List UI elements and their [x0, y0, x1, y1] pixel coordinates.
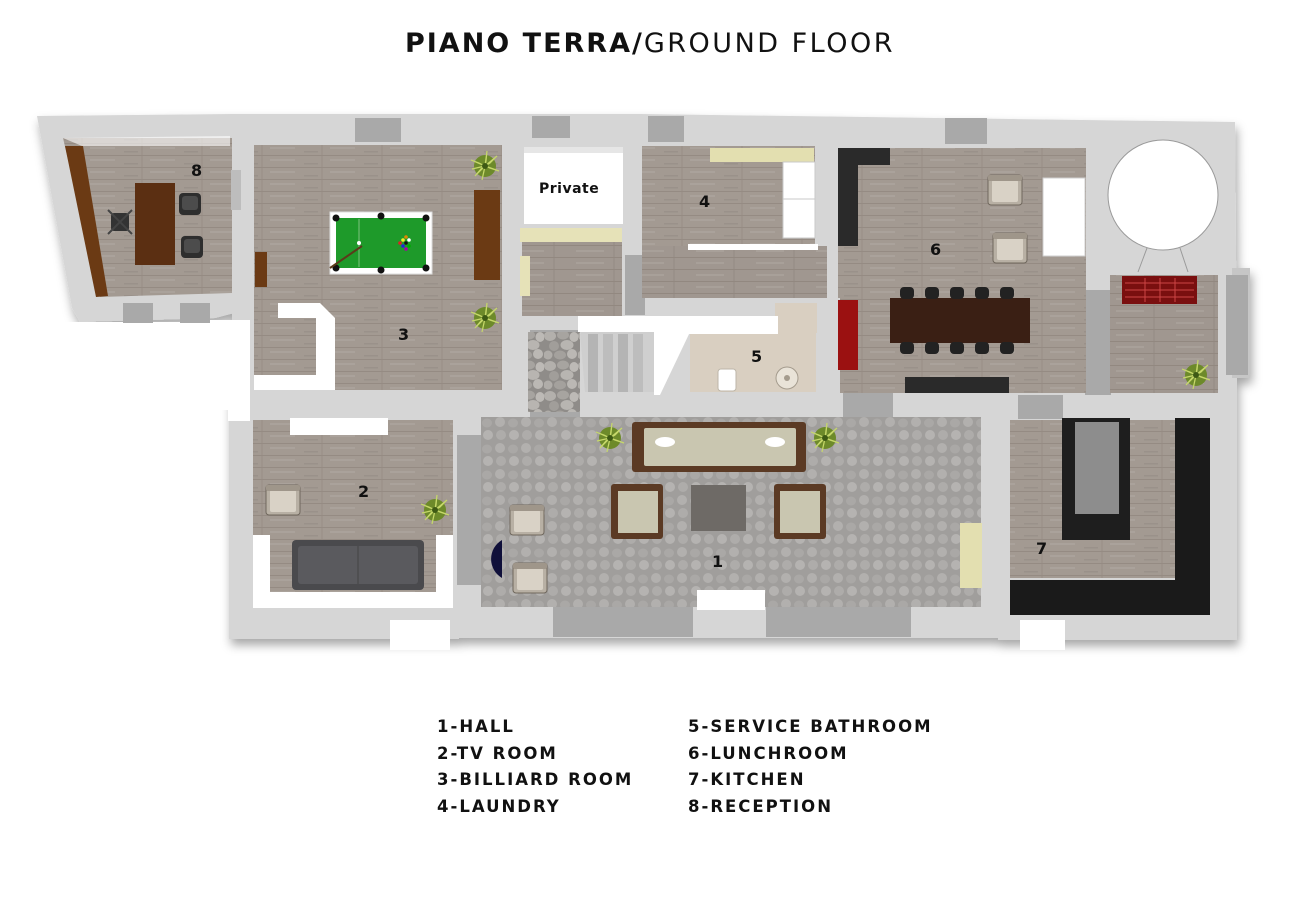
- round-tower: [1107, 139, 1219, 304]
- room-number-6: 6: [930, 240, 941, 259]
- title-english: GROUND FLOOR: [643, 28, 896, 59]
- legend-column-left: 1-HALL 2-TV ROOM 3-BILLIARD ROOM 4-LAUND…: [437, 714, 633, 820]
- room-number-3: 3: [398, 325, 409, 344]
- private-label: Private: [539, 181, 599, 197]
- billiard-table: [329, 211, 433, 275]
- legend-item-reception: 8-RECEPTION: [688, 796, 834, 816]
- title-slash: /: [632, 28, 644, 59]
- lunchroom-furniture: [838, 148, 1086, 393]
- legend-column-right: 5-SERVICE BATHROOM 6-LUNCHROOM 7-KITCHEN…: [688, 714, 933, 820]
- wall-cutouts: [0, 320, 1065, 650]
- legend-item-lunchroom: 6-LUNCHROOM: [688, 743, 849, 763]
- legend-item-billiard-room: 3-BILLIARD ROOM: [437, 770, 634, 789]
- room-number-8: 8: [191, 161, 202, 180]
- reception-desk: [107, 183, 203, 265]
- private-room[interactable]: [524, 147, 623, 224]
- billiard-bench: [474, 190, 500, 280]
- hall-furniture: [491, 422, 982, 610]
- legend-item-laundry: 4-LAUNDRY: [437, 796, 561, 816]
- staircase: [580, 332, 690, 395]
- legend-item-tv-room: 2-TV ROOM: [437, 743, 558, 763]
- page-title: PIANO TERRA/GROUND FLOOR: [0, 28, 1300, 59]
- reception-counter: [65, 146, 108, 297]
- room-number-1: 1: [712, 552, 723, 571]
- kitchen-furniture: [1010, 418, 1210, 615]
- room-number-4: 4: [699, 192, 710, 211]
- bathroom-fixtures: [717, 366, 799, 392]
- room-number-2: 2: [358, 482, 369, 501]
- legend-item-service-bathroom: 5-SERVICE BATHROOM: [688, 717, 933, 736]
- legend-item-hall: 1-HALL: [437, 717, 515, 736]
- room-number-5: 5: [751, 347, 762, 366]
- laundry-fixtures: [688, 148, 818, 250]
- legend-item-kitchen: 7-KITCHEN: [688, 770, 806, 789]
- room-number-7: 7: [1036, 539, 1047, 558]
- tv-room-furniture: [265, 418, 424, 590]
- title-italian: PIANO TERRA: [404, 28, 632, 59]
